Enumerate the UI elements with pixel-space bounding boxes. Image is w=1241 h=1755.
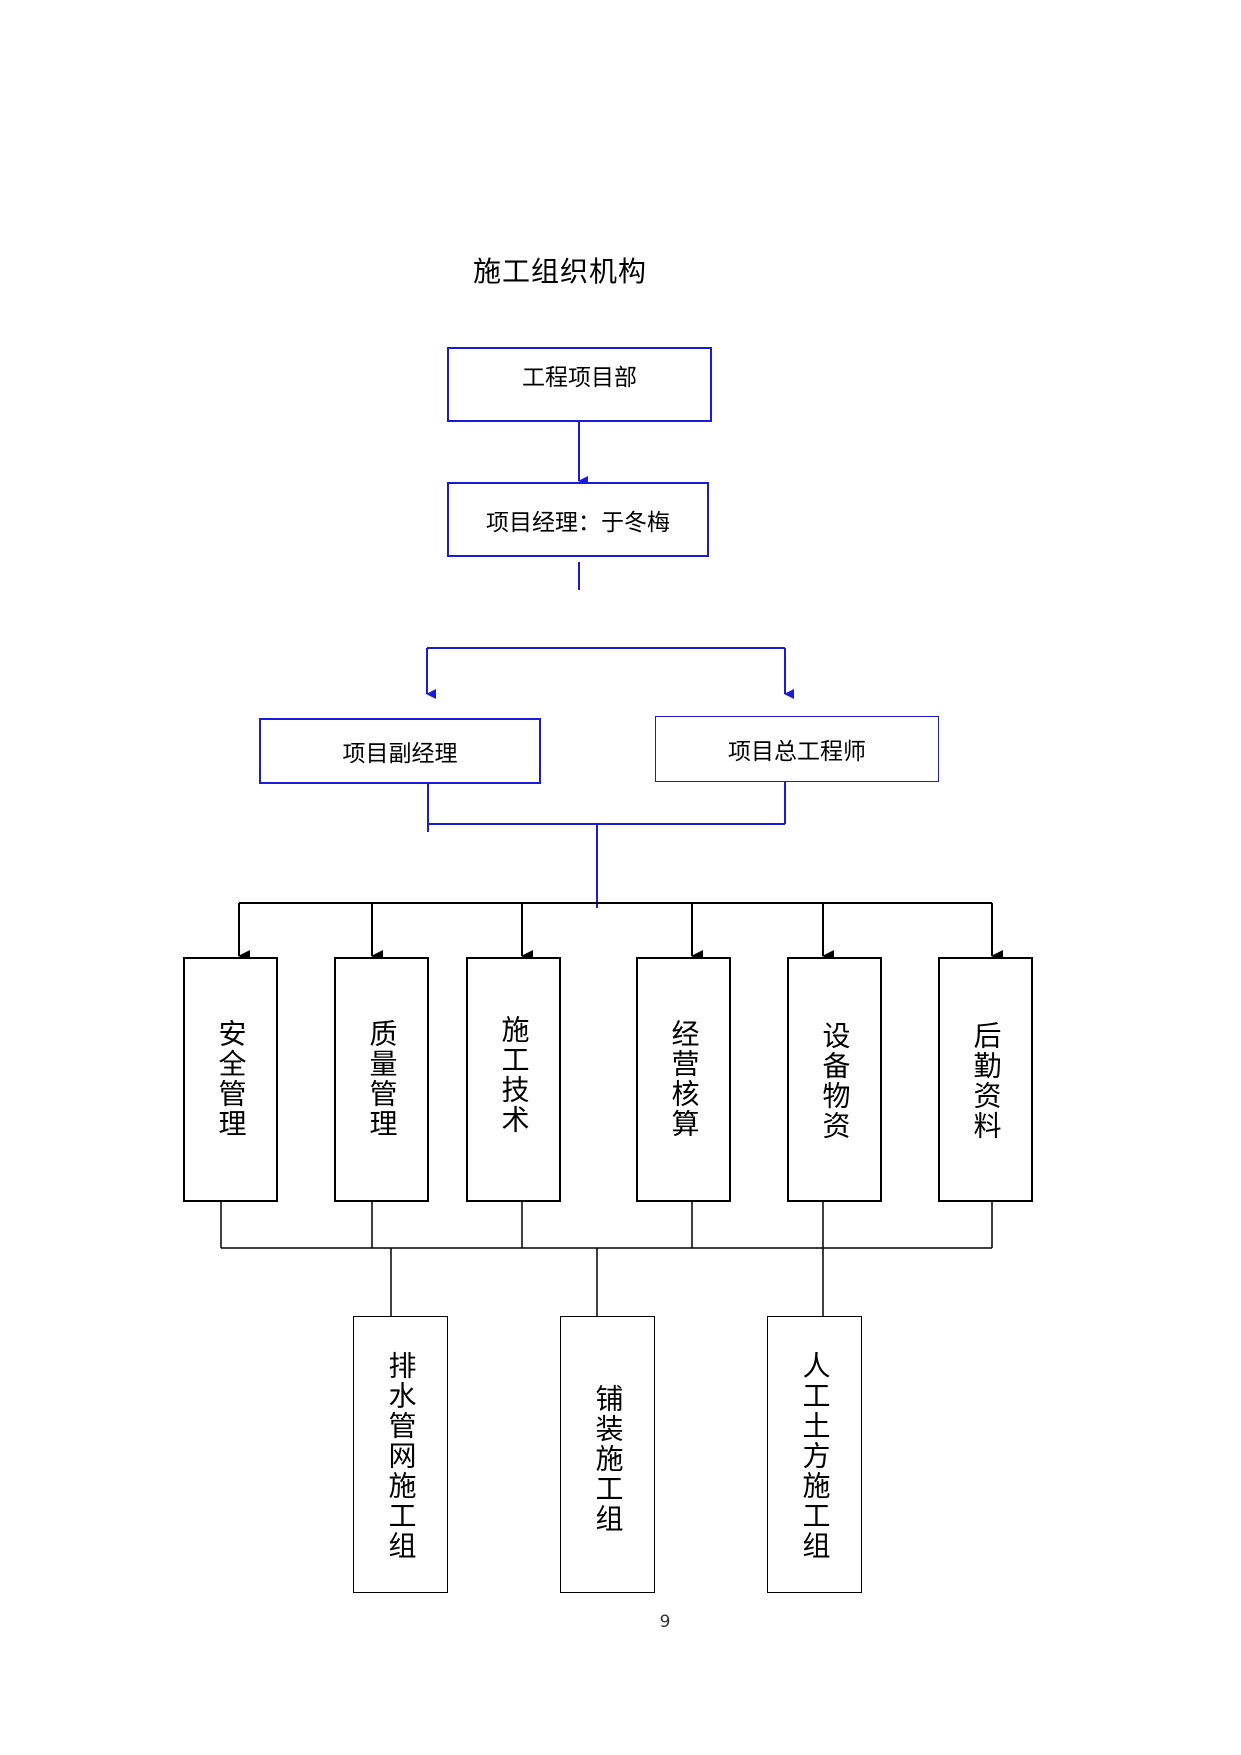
team-label-paving: 铺装施工组 [591, 1384, 625, 1534]
team-box-paving: 铺装施工组 [560, 1316, 655, 1593]
box-project-manager: 项目经理：于冬梅 [447, 482, 709, 557]
dept-label-technology: 施工技术 [497, 1015, 531, 1135]
dept-label-equipment: 设备物资 [818, 1021, 852, 1141]
box-project-department: 工程项目部 [447, 347, 712, 422]
dept-box-equipment: 设备物资 [787, 957, 882, 1202]
team-box-drainage: 排水管网施工组 [353, 1316, 448, 1593]
box-deputy-manager: 项目副经理 [259, 718, 541, 784]
team-label-drainage: 排水管网施工组 [384, 1351, 418, 1561]
project-manager-label: 项目经理：于冬梅 [486, 509, 670, 536]
dept-box-technology: 施工技术 [466, 957, 561, 1202]
page-number: 9 [659, 1612, 671, 1632]
team-label-earthwork: 人工土方施工组 [798, 1351, 832, 1561]
chief-engineer-label: 项目总工程师 [728, 739, 866, 765]
dept-label-accounting: 经营核算 [667, 1019, 701, 1139]
dept-box-quality: 质量管理 [334, 957, 429, 1202]
box-chief-engineer: 项目总工程师 [655, 716, 939, 782]
dept-label-logistics: 后勤资料 [969, 1021, 1003, 1141]
page-title: 施工组织机构 [472, 255, 647, 288]
dept-label-safety: 安全管理 [214, 1019, 248, 1139]
deputy-manager-label: 项目副经理 [342, 741, 458, 767]
dept-box-logistics: 后勤资料 [938, 957, 1033, 1202]
team-box-earthwork: 人工土方施工组 [767, 1316, 862, 1593]
dept-label-quality: 质量管理 [365, 1019, 399, 1139]
dept-box-accounting: 经营核算 [636, 957, 731, 1202]
dept-box-safety: 安全管理 [183, 957, 278, 1202]
project-department-label: 工程项目部 [522, 364, 637, 391]
